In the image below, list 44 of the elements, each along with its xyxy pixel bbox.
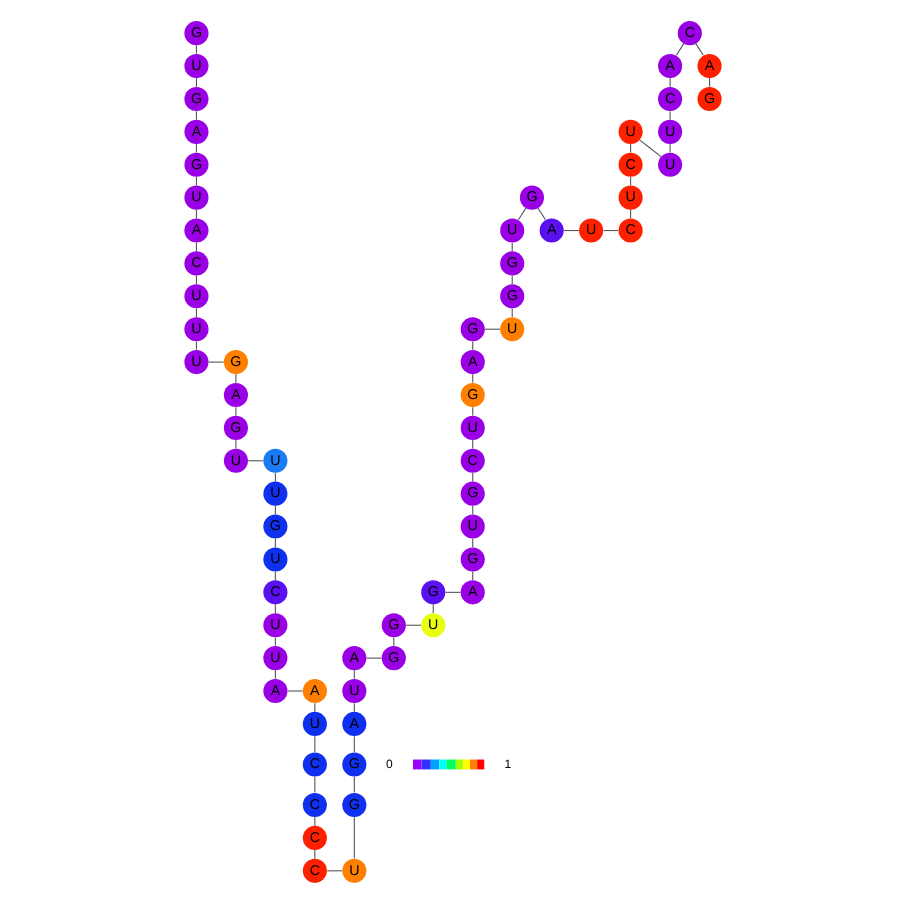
connector bbox=[404, 624, 421, 626]
connector bbox=[313, 702, 315, 713]
connector bbox=[313, 735, 315, 753]
connector bbox=[313, 849, 315, 860]
connector bbox=[392, 636, 394, 647]
connector bbox=[510, 307, 512, 318]
connector bbox=[694, 43, 703, 56]
connector bbox=[313, 816, 315, 827]
connector bbox=[194, 340, 196, 351]
connector bbox=[273, 636, 275, 647]
connector bbox=[246, 460, 263, 462]
connector bbox=[562, 230, 579, 232]
connector bbox=[471, 373, 473, 384]
connector bbox=[325, 870, 342, 872]
connector bbox=[194, 77, 196, 88]
connector bbox=[207, 361, 224, 363]
connector bbox=[601, 230, 618, 232]
connector bbox=[674, 43, 684, 56]
connector bbox=[668, 143, 670, 154]
connector bbox=[286, 690, 303, 692]
connector bbox=[352, 669, 354, 680]
connector bbox=[471, 439, 473, 450]
connector bbox=[483, 328, 500, 330]
connector bbox=[365, 657, 382, 659]
connector bbox=[668, 77, 670, 88]
connector bbox=[313, 776, 315, 794]
connector bbox=[708, 77, 710, 88]
connector bbox=[273, 669, 275, 680]
connector bbox=[638, 139, 661, 158]
connector bbox=[352, 816, 354, 859]
connector bbox=[352, 776, 354, 794]
connector bbox=[234, 439, 236, 450]
connector bbox=[194, 110, 196, 121]
connector bbox=[194, 307, 196, 318]
connector bbox=[536, 207, 545, 221]
connector bbox=[194, 44, 196, 55]
connector bbox=[471, 406, 473, 417]
connector bbox=[471, 340, 473, 351]
connector bbox=[234, 373, 236, 384]
connector bbox=[352, 702, 354, 713]
connector bbox=[516, 207, 526, 221]
connector bbox=[668, 110, 670, 121]
connector bbox=[352, 735, 354, 753]
connector bbox=[234, 406, 236, 417]
